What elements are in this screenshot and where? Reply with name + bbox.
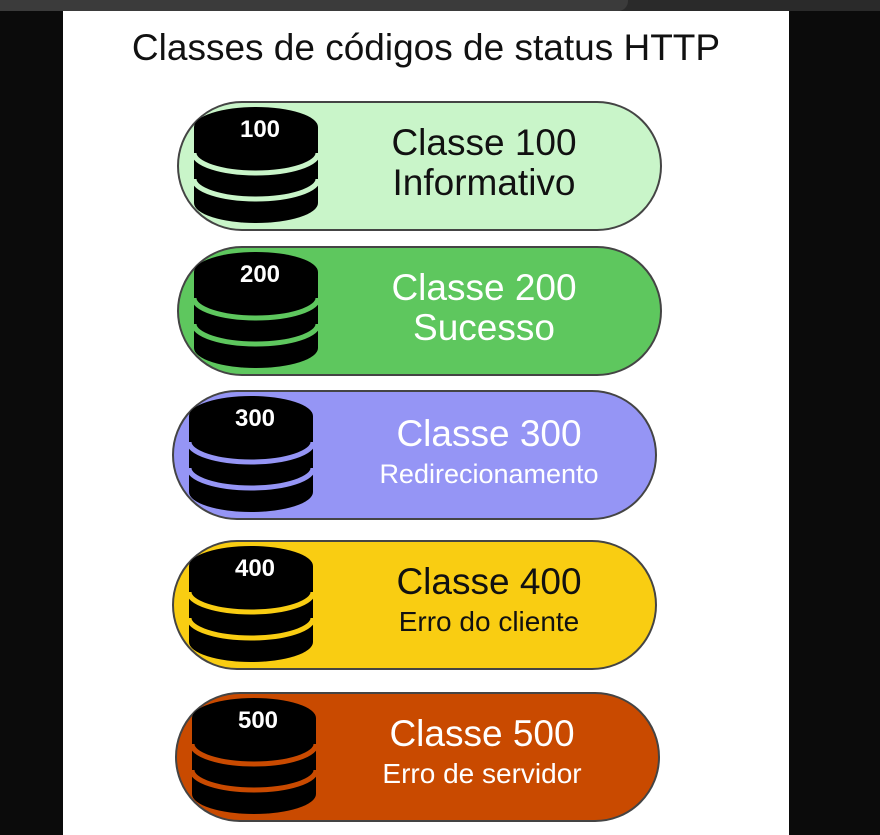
database-stripe — [186, 467, 316, 491]
database-stack-icon — [191, 252, 321, 368]
class-100-description: Informativo — [392, 162, 576, 203]
class-500-code: 500 — [237, 707, 279, 734]
database-top — [194, 107, 318, 147]
class-500-pill: 500 Classe 500 Erro de servidor — [175, 692, 660, 822]
database-stripe — [189, 743, 319, 767]
class-200-label-block: Classe 200 Sucesso — [329, 266, 639, 346]
class-400-label-block: Classe 400 Erro do cliente — [334, 560, 644, 640]
class-500-description: Erro de servidor — [382, 758, 582, 789]
window-top-bar — [0, 0, 880, 11]
database-stripe — [186, 591, 316, 615]
database-stripe — [191, 152, 321, 176]
database-stripe — [186, 441, 316, 465]
window-tab — [0, 0, 628, 11]
class-100-code: 100 — [239, 116, 281, 143]
database-top — [189, 396, 313, 436]
class-300-title: Classe 300 — [396, 413, 582, 454]
diagram-panel: Classes de códigos de status HTTP 100 Cl… — [63, 11, 789, 835]
class-300-label-block: Classe 300 Redirecionamento — [334, 412, 644, 492]
database-stack-icon — [189, 698, 319, 814]
database-stack-icon — [186, 546, 316, 662]
class-400-description: Erro do cliente — [398, 606, 580, 637]
class-100-label-block: Classe 100 Informativo — [329, 121, 639, 201]
class-100-title: Classe 100 — [391, 122, 577, 163]
class-400-title: Classe 400 — [396, 561, 582, 602]
database-stack-icon — [191, 107, 321, 223]
class-300-pill: 300 Classe 300 Redirecionamento — [172, 390, 657, 520]
database-stripe — [191, 178, 321, 202]
class-200-code: 200 — [239, 261, 281, 288]
database-top — [192, 698, 316, 738]
class-200-title: Classe 200 — [391, 267, 577, 308]
database-top — [194, 252, 318, 292]
database-stripe — [191, 297, 321, 321]
database-stripe — [189, 769, 319, 793]
class-200-description: Sucesso — [413, 307, 555, 348]
class-100-pill: 100 Classe 100 Informativo — [177, 101, 662, 231]
class-300-code: 300 — [234, 405, 276, 432]
database-top — [189, 546, 313, 586]
class-400-pill: 400 Classe 400 Erro do cliente — [172, 540, 657, 670]
class-500-title: Classe 500 — [389, 713, 575, 754]
class-200-pill: 200 Classe 200 Sucesso — [177, 246, 662, 376]
diagram-title: Classes de códigos de status HTTP — [131, 27, 721, 68]
database-stripe — [186, 617, 316, 641]
database-stack-icon — [186, 396, 316, 512]
class-500-label-block: Classe 500 Erro de servidor — [327, 712, 637, 792]
database-stripe — [191, 323, 321, 347]
class-300-description: Redirecionamento — [379, 459, 599, 489]
class-400-code: 400 — [234, 555, 276, 582]
